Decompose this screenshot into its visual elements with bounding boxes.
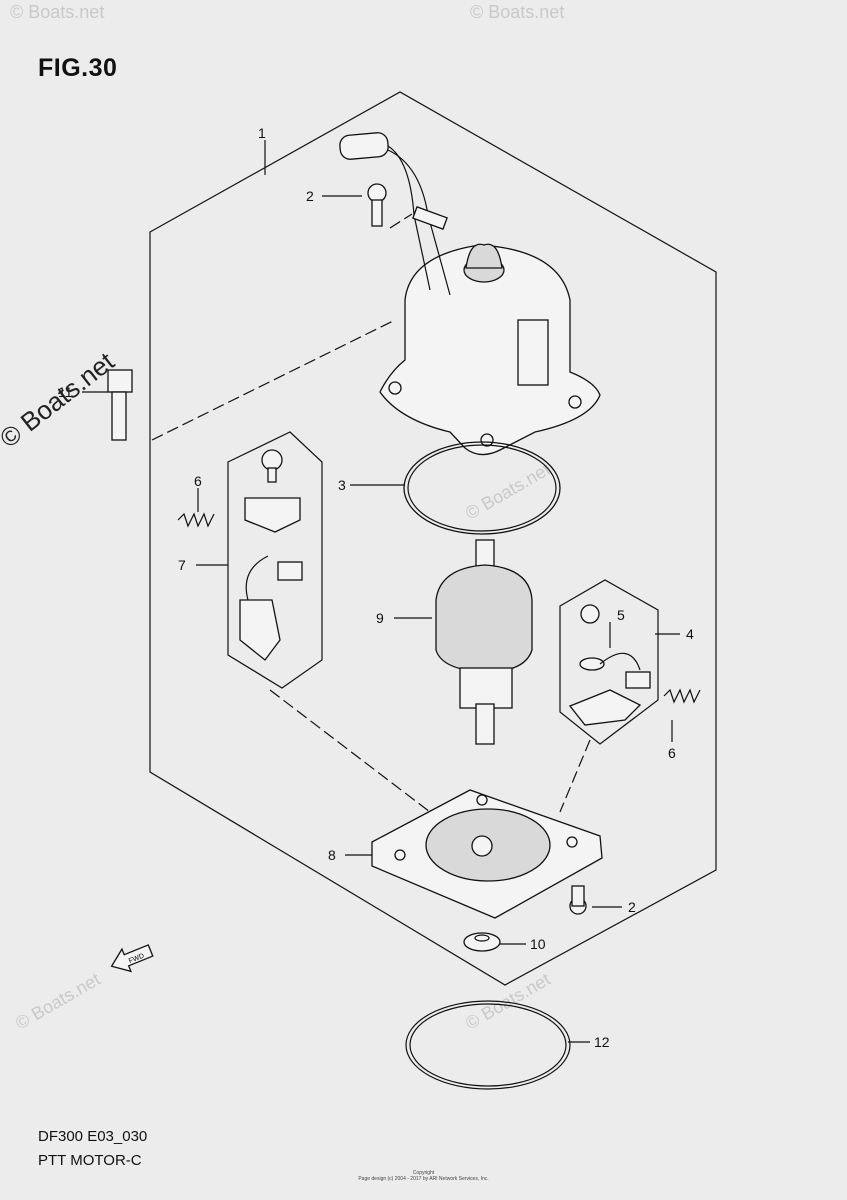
callout-10[interactable]: 10 [530,936,546,952]
watermark-faint: © Boats.net [12,969,104,1033]
brush-holder-right [568,604,651,726]
end-frame [371,789,603,919]
callout-12[interactable]: 12 [594,1034,610,1050]
callout-6-left[interactable]: 6 [194,473,202,489]
brush-holder-boundary-left [227,431,323,689]
armature [435,539,533,745]
copyright-line2: Page design (c) 2004 - 2017 by ARI Netwo… [358,1176,489,1182]
part-name: PTT MOTOR-C [38,1152,142,1169]
callout-3[interactable]: 3 [338,477,346,493]
watermark-faint: © Boats.net [470,2,564,22]
callout-7[interactable]: 7 [178,557,186,573]
watermark-faint: © Boats.net [462,459,554,523]
forward-arrow-icon: FWD [110,944,154,973]
screw [367,183,387,227]
model-code: DF300 E03_030 [38,1128,148,1145]
o-ring-large-inner [409,1003,567,1087]
callout-5[interactable]: 5 [617,607,625,623]
leader-lines [82,140,680,1043]
power-cable [339,132,451,296]
watermark-faint: © Boats.net [10,2,104,22]
spring-left [177,512,215,528]
callout-4[interactable]: 4 [686,626,694,642]
bolt [107,369,133,441]
figure-title: FIG.30 [38,54,118,82]
screw [569,885,587,915]
o-ring-large [405,1000,571,1090]
copyright-notice: Copyright Page design (c) 2004 - 2017 by… [0,1170,847,1182]
callout-1[interactable]: 1 [258,125,266,141]
o-ring [403,441,561,535]
callout-8[interactable]: 8 [328,847,336,863]
o-ring-inner [407,444,557,532]
assembly-boundary [149,91,717,986]
washer [463,932,501,952]
brush-holder-left [239,449,303,661]
copyright-line1: Copyright [412,1170,435,1176]
callout-6-right[interactable]: 6 [668,745,676,761]
callout-11[interactable]: 11 [58,384,73,400]
callout-2-top[interactable]: 2 [306,188,314,204]
callout-2-bottom[interactable]: 2 [628,899,636,915]
callout-9[interactable]: 9 [376,610,384,626]
motor-housing [379,243,601,456]
brush-holder-boundary-right [559,579,659,745]
spring-right [663,688,701,704]
